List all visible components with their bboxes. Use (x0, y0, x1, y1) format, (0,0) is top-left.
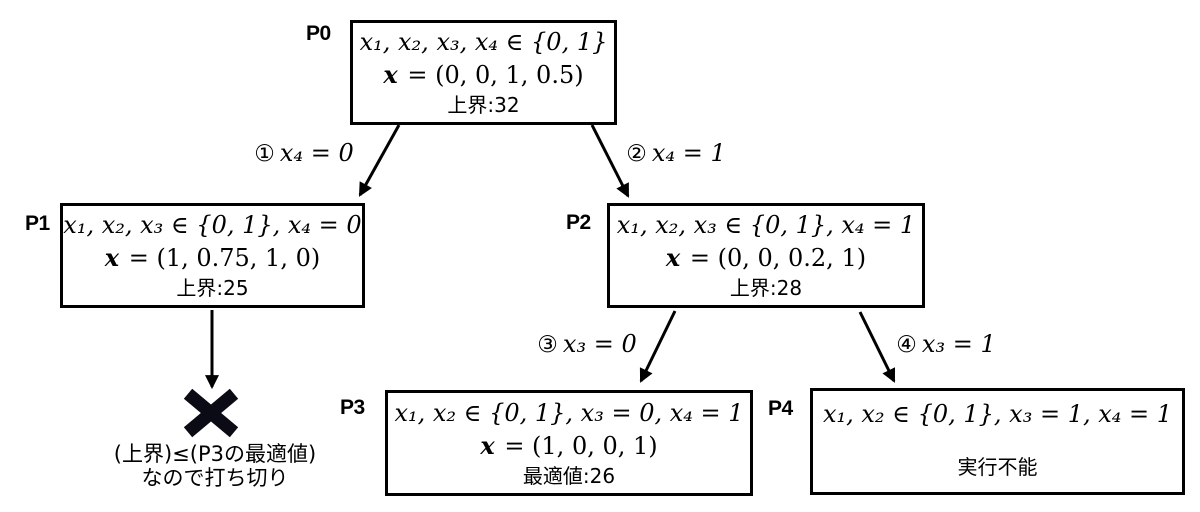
node-p2: x₁, x₂, x₃ ∈ {0, 1}, x₄ = 1 x = (0, 0, 0… (607, 203, 925, 308)
edge-4-condition: x₃ = 1 (921, 330, 996, 358)
node-p1-vector: x = (1, 0.75, 1, 0) (105, 242, 320, 274)
node-p4-label: P4 (768, 397, 793, 420)
edge-1-condition: x₄ = 0 (279, 139, 354, 167)
edge-3-arrow (639, 310, 677, 383)
vector-symbol: x (665, 243, 681, 272)
vector-value: = (1, 0.75, 1, 0) (128, 244, 321, 272)
node-p3-optimal: 最適値:26 (522, 463, 616, 488)
vector-value: = (0, 0, 1, 0.5) (407, 61, 584, 89)
prune-reason-line2: なので打ち切り (141, 466, 289, 490)
node-p0-constraint: x₁, x₂, x₃, x₄ ∈ {0, 1} (359, 28, 608, 56)
edge-2-number: ② (626, 141, 647, 167)
edge-2-condition: x₄ = 1 (651, 139, 726, 167)
edge-3-number: ③ (537, 332, 558, 358)
edge-4-number: ④ (896, 332, 917, 358)
node-p1-constraint: x₁, x₂, x₃ ∈ {0, 1}, x₄ = 0 (63, 211, 362, 239)
node-p0-vector: x = (0, 0, 1, 0.5) (383, 59, 583, 91)
vector-symbol: x (480, 430, 495, 460)
node-p3: x₁, x₂ ∈ {0, 1}, x₃ = 0, x₄ = 1 x = (1, … (385, 390, 753, 496)
edge-4-arrow (858, 311, 896, 383)
node-p4: x₁, x₂ ∈ {0, 1}, x₃ = 1, x₄ = 1 実行不能 (810, 388, 1185, 495)
edge-2-arrow (590, 124, 630, 198)
prune-reason-line1: (上界)≤(P3の最適値) (113, 442, 317, 466)
node-p4-status: 実行不能 (957, 455, 1038, 479)
edge-3-condition: x₃ = 0 (562, 330, 637, 358)
node-p1: x₁, x₂, x₃ ∈ {0, 1}, x₄ = 0 x = (1, 0.75… (60, 203, 365, 308)
node-p2-label: P2 (566, 211, 591, 234)
node-p0: x₁, x₂, x₃, x₄ ∈ {0, 1} x = (0, 0, 1, 0.… (350, 20, 617, 125)
vector-symbol: x (383, 60, 398, 89)
node-p1-label: P1 (25, 212, 50, 235)
vector-symbol: x (104, 243, 120, 272)
vector-value: = (0, 0, 0.2, 1) (689, 244, 867, 272)
prune-annotation: (上界)≤(P3の最適値) なので打ち切り (55, 442, 375, 490)
node-p2-vector: x = (0, 0, 0.2, 1) (666, 242, 866, 274)
node-p2-bound: 上界:28 (729, 276, 803, 300)
edge-1-number: ① (254, 141, 275, 167)
edge-1-arrow (358, 124, 401, 197)
node-p1-bound: 上界:25 (176, 276, 249, 300)
node-p4-constraint: x₁, x₂ ∈ {0, 1}, x₃ = 1, x₄ = 1 (822, 400, 1173, 428)
node-p3-label: P3 (340, 396, 365, 419)
node-p3-vector: x = (1, 0, 0, 1) (480, 430, 657, 462)
node-p0-bound: 上界:32 (447, 93, 520, 117)
vector-value: = (1, 0, 0, 1) (504, 431, 658, 460)
node-p2-constraint: x₁, x₂, x₃ ∈ {0, 1}, x₄ = 1 (616, 211, 916, 239)
node-p3-constraint: x₁, x₂ ∈ {0, 1}, x₃ = 0, x₄ = 1 (394, 398, 744, 427)
node-p0-label: P0 (306, 22, 331, 45)
heavy-x-icon (182, 388, 240, 438)
